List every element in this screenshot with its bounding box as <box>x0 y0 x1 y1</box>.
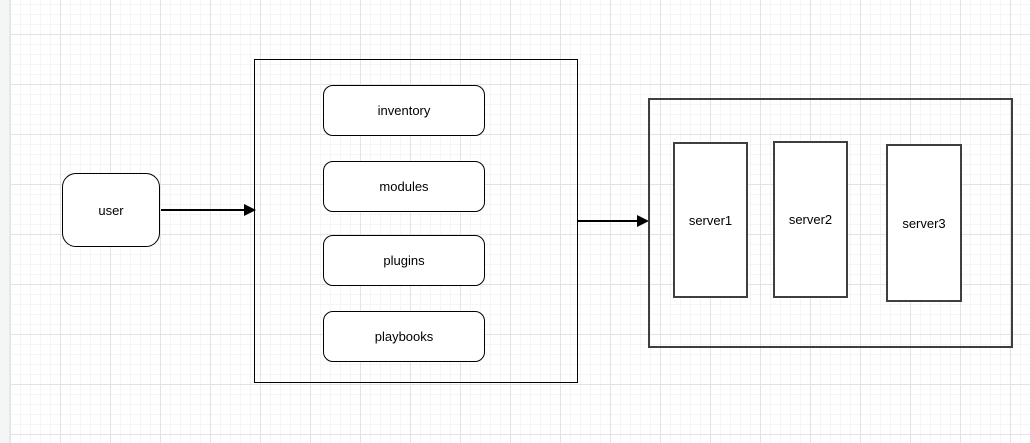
arrowhead-icon <box>244 204 256 216</box>
arrow-line <box>161 209 245 211</box>
user-node-label: user <box>98 202 124 218</box>
control-components-box[interactable] <box>254 59 578 383</box>
plugins-node-label: plugins <box>383 253 425 268</box>
inventory-node[interactable]: inventory <box>323 85 485 136</box>
modules-node[interactable]: modules <box>323 161 485 212</box>
arrow-line <box>578 220 638 222</box>
inventory-node-label: inventory <box>377 103 431 118</box>
managed-servers-box[interactable] <box>648 98 1013 348</box>
playbooks-node[interactable]: playbooks <box>323 311 485 362</box>
canvas-left-edge <box>0 0 10 443</box>
server1-node[interactable]: server1 <box>673 142 748 298</box>
modules-node-label: modules <box>379 179 429 194</box>
playbooks-node-label: playbooks <box>374 329 434 344</box>
server1-node-label: server1 <box>688 212 733 228</box>
server3-node-label: server3 <box>902 215 946 231</box>
user-node[interactable]: user <box>62 173 160 247</box>
server3-node[interactable]: server3 <box>886 144 962 302</box>
server2-node[interactable]: server2 <box>773 141 848 298</box>
plugins-node[interactable]: plugins <box>323 235 485 286</box>
server2-node-label: server2 <box>788 212 833 227</box>
arrowhead-icon <box>637 215 649 227</box>
